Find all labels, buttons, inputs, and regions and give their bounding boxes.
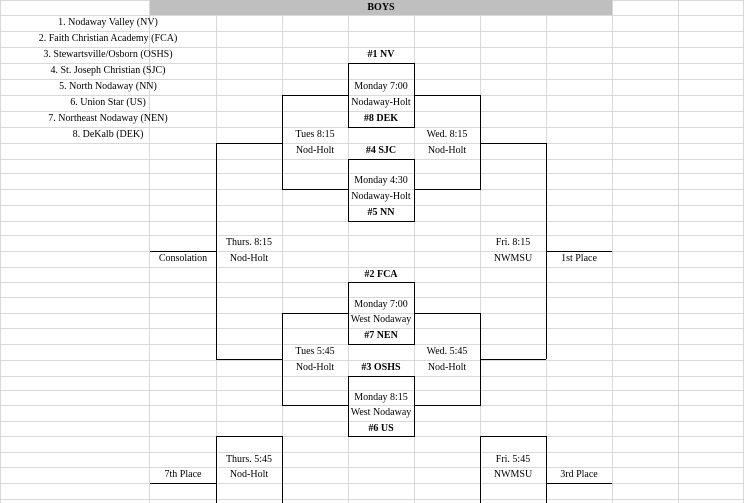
seed-list-item[interactable]: 8. DeKalb (DEK) xyxy=(72,129,144,140)
game3-site[interactable]: West Nodaway xyxy=(350,314,412,325)
seed-1-label[interactable]: #1 NV xyxy=(367,49,395,60)
seed-list-item[interactable]: 5. North Nodaway (NN) xyxy=(59,81,157,92)
seed-6-label[interactable]: #6 US xyxy=(368,423,394,434)
seed-list-item[interactable]: 3. Stewartsville/Osborn (OSHS) xyxy=(43,49,173,60)
seed-2-label[interactable]: #2 FCA xyxy=(364,269,398,280)
semi-time[interactable]: Wed. 8:15 xyxy=(426,129,468,140)
championship-time[interactable]: Fri. 8:15 xyxy=(495,237,531,248)
seed-5-label[interactable]: #5 NN xyxy=(367,207,395,218)
seventh-place-label[interactable]: 7th Place xyxy=(164,469,202,480)
semi2-time[interactable]: Wed. 5:45 xyxy=(426,346,468,357)
game4-site[interactable]: West Nodaway xyxy=(350,407,412,418)
seed-list-item[interactable]: 6. Union Star (US) xyxy=(70,97,146,108)
seed-list-item[interactable]: 1. Nodaway Valley (NV) xyxy=(58,17,158,28)
consol-site[interactable]: Nod-Holt xyxy=(295,145,335,156)
championship-site[interactable]: NWMSU xyxy=(493,253,533,264)
third-place-time[interactable]: Fri. 5:45 xyxy=(495,454,531,465)
seed-list-item[interactable]: 7. Northeast Nodaway (NEN) xyxy=(48,113,168,124)
game2-time[interactable]: Monday 4:30 xyxy=(354,175,408,186)
consolation-time[interactable]: Thurs. 8:15 xyxy=(225,237,273,248)
consol2-site[interactable]: Nod-Holt xyxy=(295,362,335,373)
seed-8-label[interactable]: #8 DEK xyxy=(363,113,399,124)
seed-list-item[interactable]: 4. St. Joseph Christian (SJC) xyxy=(50,65,166,76)
third-place-label[interactable]: 3rd Place xyxy=(560,469,598,480)
semi-site[interactable]: Nod-Holt xyxy=(427,145,467,156)
game3-time[interactable]: Monday 7:00 xyxy=(354,299,408,310)
semi2-site[interactable]: Nod-Holt xyxy=(427,362,467,373)
third-place-site[interactable]: NWMSU xyxy=(493,469,533,480)
consol-time[interactable]: Tues 8:15 xyxy=(295,129,335,140)
consolation-label[interactable]: Consolation xyxy=(158,253,208,264)
game2-site[interactable]: Nodaway-Holt xyxy=(351,191,411,202)
consol2-time[interactable]: Tues 5:45 xyxy=(295,346,335,357)
seventh-place-site[interactable]: Nod-Holt xyxy=(229,469,269,480)
seed-7-label[interactable]: #7 NEN xyxy=(364,330,398,341)
game1-time[interactable]: Monday 7:00 xyxy=(354,81,408,92)
seed-list-item[interactable]: 2. Faith Christian Academy (FCA) xyxy=(38,33,178,44)
game1-site[interactable]: Nodaway-Holt xyxy=(351,97,411,108)
header-boys: BOYS xyxy=(150,0,612,15)
seventh-place-time[interactable]: Thurs. 5:45 xyxy=(225,454,273,465)
first-place-label[interactable]: 1st Place xyxy=(561,253,597,264)
game4-time[interactable]: Monday 8:15 xyxy=(354,392,408,403)
seed-4-label[interactable]: #4 SJC xyxy=(365,145,397,156)
consolation-site[interactable]: Nod-Holt xyxy=(229,253,269,264)
seed-3-label[interactable]: #3 OSHS xyxy=(361,362,401,373)
